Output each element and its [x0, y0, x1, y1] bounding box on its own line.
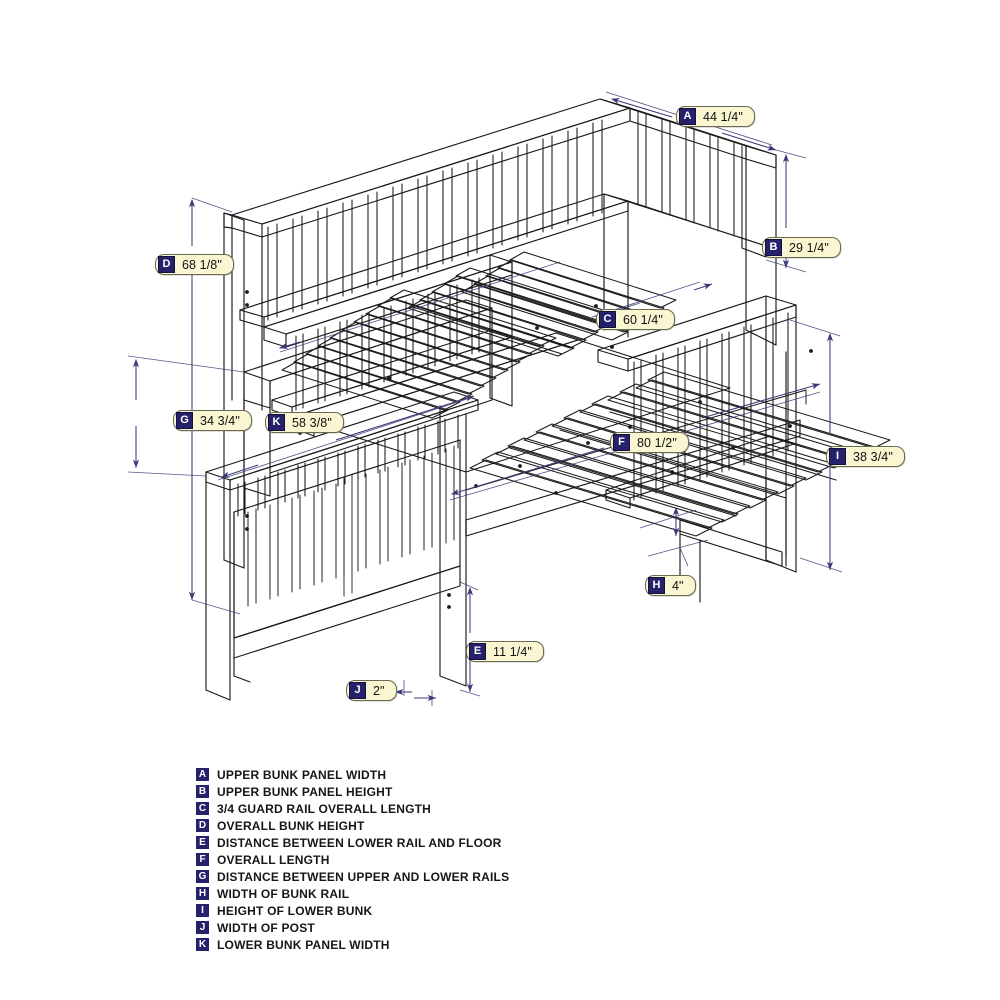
legend-key-badge: D [196, 819, 209, 832]
legend-key-badge: G [196, 870, 209, 883]
callout-value: 2" [373, 683, 385, 698]
dimension-callout-d: D 68 1/8" [155, 254, 234, 275]
upper-bunk-back-guard-panel [231, 98, 631, 328]
legend-key-badge: H [196, 887, 209, 900]
legend-key-badge: C [196, 802, 209, 815]
callout-value: 58 3/8" [292, 415, 332, 430]
dimension-G [127, 355, 245, 477]
legend-key-badge: I [196, 904, 209, 917]
legend-item-label: UPPER BUNK PANEL HEIGHT [217, 784, 393, 799]
dimension-callout-j: J 2" [346, 680, 397, 701]
callout-value: 11 1/4" [493, 644, 532, 659]
callout-key-badge: H [648, 577, 665, 594]
dimension-E [459, 581, 481, 697]
legend-item-k: K LOWER BUNK PANEL WIDTH [196, 936, 509, 953]
dimension-callout-b: B 29 1/4" [762, 237, 841, 258]
callout-value: 29 1/4" [789, 240, 829, 255]
legend-item-label: UPPER BUNK PANEL WIDTH [217, 767, 387, 782]
upper-bunk-side-panel [243, 299, 493, 497]
dimension-H [639, 506, 709, 567]
legend-item-d: D OVERALL BUNK HEIGHT [196, 817, 509, 834]
legend-key-badge: E [196, 836, 209, 849]
callout-key-badge: C [599, 311, 616, 328]
dimension-callout-i: I 38 3/4" [826, 446, 905, 467]
callout-key-badge: I [829, 448, 846, 465]
legend-item-i: I HEIGHT OF LOWER BUNK [196, 902, 509, 919]
dimension-callout-h: H 4" [645, 575, 696, 596]
callout-value: 60 1/4" [623, 312, 663, 327]
callout-key-badge: F [613, 434, 630, 451]
dimension-I [789, 319, 843, 573]
callout-value: 34 3/4" [200, 413, 240, 428]
legend-item-h: H WIDTH OF BUNK RAIL [196, 885, 509, 902]
callout-value: 68 1/8" [182, 257, 222, 272]
legend-item-label: HEIGHT OF LOWER BUNK [217, 903, 373, 918]
dimension-callout-c: C 60 1/4" [596, 309, 675, 330]
legend-item-label: WIDTH OF POST [217, 920, 315, 935]
upper-bunk-slat-platform [281, 251, 731, 473]
legend-key-badge: J [196, 921, 209, 934]
legend-item-b: B UPPER BUNK PANEL HEIGHT [196, 783, 509, 800]
callout-value: 80 1/2" [637, 435, 677, 450]
legend: A UPPER BUNK PANEL WIDTH B UPPER BUNK PANEL… [196, 766, 509, 953]
callout-value: 4" [672, 578, 684, 593]
legend-key-badge: F [196, 853, 209, 866]
dimension-callout-f: F 80 1/2" [610, 432, 689, 453]
callout-key-badge: K [268, 414, 285, 431]
upper-bunk-headboard-panel [599, 98, 777, 346]
legend-key-badge: K [196, 938, 209, 951]
legend-item-g: G DISTANCE BETWEEN UPPER AND LOWER RAILS [196, 868, 509, 885]
legend-key-badge: A [196, 768, 209, 781]
dimension-K [217, 395, 475, 481]
callout-value: 38 3/4" [853, 449, 893, 464]
dimension-callout-k: K 58 3/8" [265, 412, 344, 433]
dimension-D [188, 197, 241, 615]
callout-key-badge: B [765, 239, 782, 256]
callout-value: 44 1/4" [703, 109, 743, 124]
dimension-lines [127, 91, 843, 706]
callout-key-badge: G [176, 412, 193, 429]
legend-item-a: A UPPER BUNK PANEL WIDTH [196, 766, 509, 783]
callout-key-badge: E [469, 643, 486, 660]
legend-item-label: DISTANCE BETWEEN UPPER AND LOWER RAILS [217, 869, 510, 884]
legend-item-label: 3/4 GUARD RAIL OVERALL LENGTH [217, 801, 432, 816]
callout-key-badge: A [679, 108, 696, 125]
legend-item-label: LOWER BUNK PANEL WIDTH [217, 937, 390, 952]
lower-bunk-right-leg [679, 479, 787, 603]
legend-item-c: C 3/4 GUARD RAIL OVERALL LENGTH [196, 800, 509, 817]
legend-item-label: OVERALL LENGTH [217, 852, 330, 867]
legend-key-badge: B [196, 785, 209, 798]
legend-item-e: E DISTANCE BETWEEN LOWER RAIL AND FLOOR [196, 834, 509, 851]
callout-key-badge: D [158, 256, 175, 273]
dimension-callout-g: G 34 3/4" [173, 410, 252, 431]
legend-item-label: WIDTH OF BUNK RAIL [217, 886, 350, 901]
dimension-callout-a: A 44 1/4" [676, 106, 755, 127]
callout-key-badge: J [349, 682, 366, 699]
upper-bunk-front-guard-rail [263, 254, 513, 418]
dimension-J [394, 680, 436, 706]
dimension-B [765, 149, 807, 273]
fastener-dots [245, 290, 813, 609]
legend-item-f: F OVERALL LENGTH [196, 851, 509, 868]
dimension-callout-e: E 11 1/4" [466, 641, 544, 662]
legend-item-label: OVERALL BUNK HEIGHT [217, 818, 365, 833]
bunk-bed-geometry [205, 98, 891, 701]
legend-item-label: DISTANCE BETWEEN LOWER RAIL AND FLOOR [217, 835, 502, 850]
legend-item-j: J WIDTH OF POST [196, 919, 509, 936]
